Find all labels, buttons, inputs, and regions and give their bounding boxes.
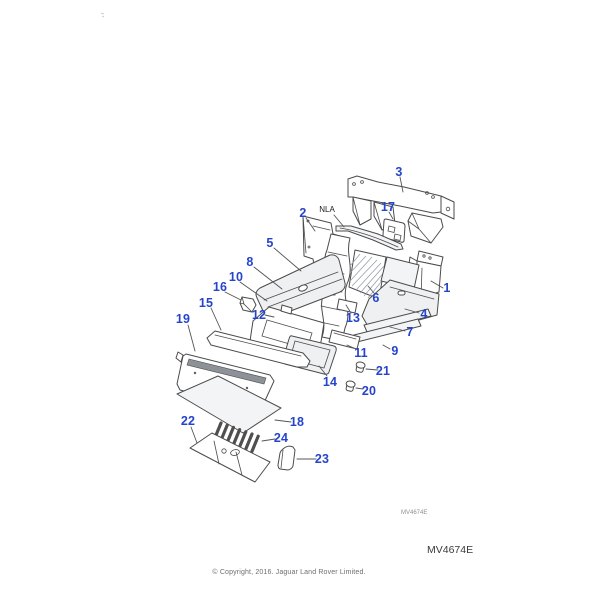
part-3-rear-rail <box>347 175 455 244</box>
callout-10: 10 <box>228 269 244 284</box>
nla-sill-strip <box>335 225 404 251</box>
print-artifact <box>100 12 105 18</box>
callout-6: 6 <box>372 290 380 305</box>
callout-18: 18 <box>289 414 305 429</box>
callout-8: 8 <box>246 254 254 269</box>
figure-code-large: MV4674E <box>427 544 474 556</box>
callout-22: 22 <box>180 413 196 428</box>
callout-3: 3 <box>395 164 403 179</box>
part-20-clip <box>345 380 356 392</box>
part-17-plate <box>382 218 406 243</box>
callout-9: 9 <box>391 343 399 358</box>
figure-code-small: MV4674E <box>401 510 428 516</box>
callout-5: 5 <box>266 235 274 250</box>
leader-lines <box>187 176 444 460</box>
part-18-flat-panel <box>176 375 282 434</box>
callout-2: 2 <box>299 205 307 220</box>
callout-20: 20 <box>361 383 377 398</box>
callout-4: 4 <box>420 306 428 321</box>
callout-23: 23 <box>314 451 330 466</box>
callout-15: 15 <box>198 295 214 310</box>
callout-11: 11 <box>354 345 368 360</box>
callout-12: 12 <box>251 307 267 322</box>
nla-label: NLA <box>319 205 335 214</box>
callout-7: 7 <box>406 324 414 339</box>
callout-17: 17 <box>380 199 396 214</box>
callout-14: 14 <box>322 374 338 389</box>
callout-13: 13 <box>345 310 361 325</box>
copyright-text: © Copyright, 2016. Jaguar Land Rover Lim… <box>212 569 366 576</box>
callout-1: 1 <box>443 280 451 295</box>
callout-19: 19 <box>175 311 191 326</box>
callout-21: 21 <box>375 363 391 378</box>
callout-16: 16 <box>212 279 228 294</box>
part-16-pad <box>239 296 257 313</box>
callout-24: 24 <box>273 430 289 445</box>
part-21-clip <box>355 361 366 373</box>
part-23-wedge-pad <box>277 445 296 471</box>
part-11-panel <box>328 329 361 350</box>
part-7-strip <box>363 308 432 333</box>
part-15-blade-panel <box>206 330 311 368</box>
